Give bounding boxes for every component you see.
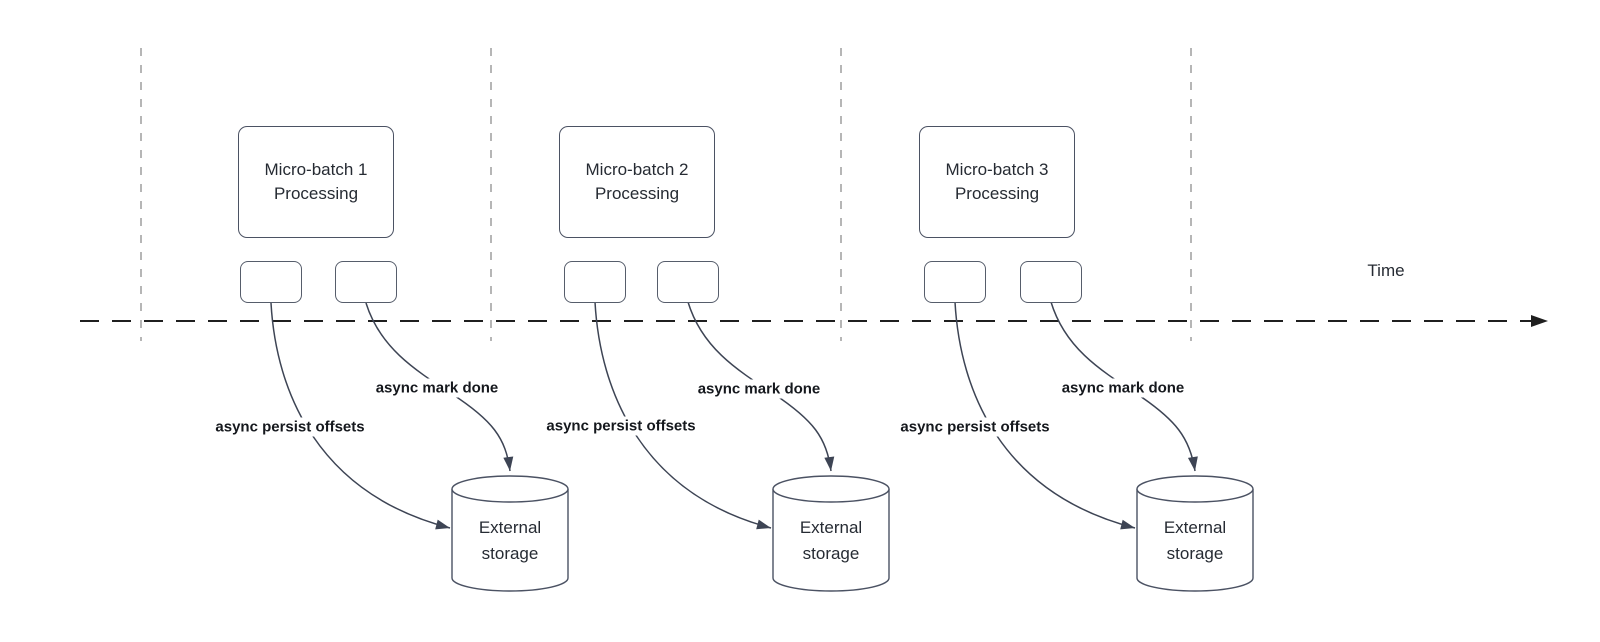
async-persist-label-2: async persist offsets: [541, 416, 701, 436]
external-storage-cylinder-1: [451, 475, 569, 592]
task-box-3b: [1020, 261, 1082, 303]
micro-batch-box-3: Micro-batch 3 Processing: [919, 126, 1075, 238]
async-persist-arrow-1: [270, 302, 451, 530]
task-box-2a: [564, 261, 626, 303]
task-box-3a: [924, 261, 986, 303]
async-mark-done-label-3: async mark done: [1056, 378, 1190, 398]
external-storage-label-2: External storage: [799, 518, 863, 563]
external-storage-cylinder-3: [1136, 475, 1254, 592]
async-persist-label-1: async persist offsets: [210, 417, 370, 437]
external-storage-label-3: External storage: [1163, 518, 1227, 563]
task-box-1b: [335, 261, 397, 303]
micro-batch-box-1-line1: Micro-batch 1: [264, 160, 368, 179]
micro-batch-box-1-line2: Processing: [273, 184, 359, 203]
async-mark-done-label-2: async mark done: [692, 379, 826, 399]
external-storage-label-1: External storage: [478, 518, 542, 563]
time-label: Time: [1367, 261, 1405, 280]
micro-batch-box-1: Micro-batch 1 Processing: [238, 126, 394, 238]
micro-batch-box-3-line1: Micro-batch 3: [945, 160, 1049, 179]
micro-batch-box-2: Micro-batch 2 Processing: [559, 126, 715, 238]
micro-batch-box-2-line1: Micro-batch 2: [585, 160, 689, 179]
async-persist-arrow-3: [954, 301, 1136, 530]
async-mark-done-label-1: async mark done: [370, 378, 504, 398]
async-persist-arrow-2: [594, 301, 772, 530]
task-box-2b: [657, 261, 719, 303]
micro-batch-box-2-line2: Processing: [594, 184, 680, 203]
external-storage-cylinder-2: [772, 475, 890, 592]
async-persist-label-3: async persist offsets: [895, 417, 1055, 437]
micro-batch-box-3-line2: Processing: [954, 184, 1040, 203]
task-box-1a: [240, 261, 302, 303]
